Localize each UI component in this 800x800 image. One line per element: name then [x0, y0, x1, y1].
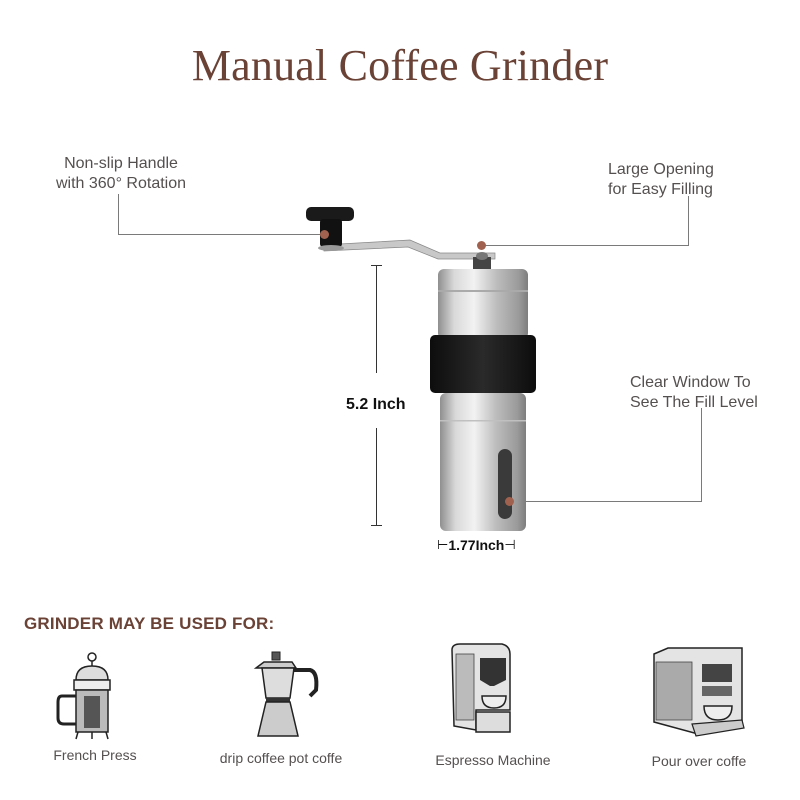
grinder-illustration	[306, 207, 536, 531]
use-label-espresso-machine: Espresso Machine	[435, 752, 551, 768]
use-label-moka-pot: drip coffee pot coffe	[219, 750, 343, 766]
dimension-width-arrow-left: ⊢	[437, 537, 449, 552]
leader-line-opening-h	[482, 245, 689, 246]
moka-pot-icon	[253, 651, 319, 737]
callout-opening: Large Opening for Easy Filling	[608, 160, 738, 200]
leader-line-handle-v	[118, 194, 119, 235]
dimension-height-cap-top	[371, 265, 382, 266]
callout-handle: Non-slip Handle with 360° Rotation	[46, 154, 196, 194]
leader-line-opening-v	[688, 196, 689, 246]
use-label-pour-over: Pour over coffe	[651, 753, 747, 769]
dimension-height-cap-bottom	[371, 525, 382, 526]
dimension-width: ⊢ 1.77Inch ⊣	[437, 537, 516, 553]
callout-opening-line2: for Easy Filling	[608, 181, 713, 198]
leader-dot-opening	[477, 241, 486, 250]
coffee-machine-icon	[653, 647, 745, 737]
callout-window: Clear Window To See The Fill Level	[630, 373, 790, 413]
leader-dot-handle	[320, 230, 329, 239]
dimension-width-label: 1.77Inch	[448, 537, 505, 553]
callout-handle-line2: with 360° Rotation	[55, 175, 187, 192]
dimension-height-label: 5.2 Inch	[346, 396, 406, 413]
callout-window-line1: Clear Window To	[630, 374, 751, 391]
callout-window-line2: See The Fill Level	[630, 394, 758, 411]
leader-line-handle-h	[118, 234, 324, 235]
leader-dot-window	[505, 497, 514, 506]
page-title: Manual Coffee Grinder	[191, 41, 609, 90]
espresso-machine-icon	[451, 643, 511, 733]
callout-opening-line1: Large Opening	[608, 161, 714, 178]
uses-heading: GRINDER MAY BE USED FOR:	[24, 614, 275, 633]
leader-line-window-v	[701, 408, 702, 502]
dimension-width-arrow-right: ⊣	[504, 537, 516, 552]
use-label-french-press: French Press	[53, 747, 137, 763]
french-press-icon	[56, 652, 111, 740]
dimension-height-line-top	[376, 265, 377, 373]
callout-handle-line1: Non-slip Handle	[64, 155, 178, 172]
dimension-height-line-bottom	[376, 428, 377, 526]
leader-line-window-h	[510, 501, 702, 502]
